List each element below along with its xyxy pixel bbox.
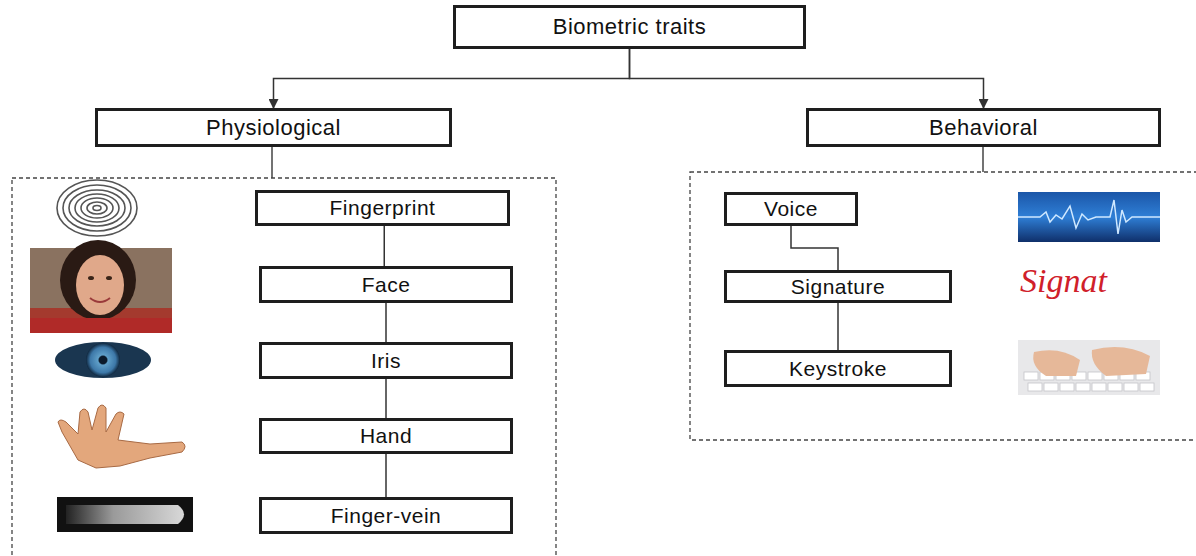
finger-vein-image [57,497,193,532]
box-label: Fingerprint [330,196,436,220]
group-leader [271,147,273,178]
root-box: Biometric traits [453,5,806,49]
trait-box: Hand [259,418,513,454]
trait-box: Fingerprint [255,190,510,226]
trait-box: Finger-vein [259,497,513,534]
hand-image [58,405,185,468]
box-label: Face [362,273,411,297]
box-label: Biometric traits [553,14,706,40]
trait-box: Voice [724,192,858,226]
trait-box: Keystroke [724,350,952,387]
link-line [384,226,386,266]
box-label: Hand [360,424,412,448]
voice-waveform [1018,192,1160,242]
box-label: Finger-vein [331,504,442,528]
box-label: Signature [791,275,885,299]
category-box: Physiological [95,108,452,147]
signature-sample: Signat [1020,262,1107,300]
physiological-group [12,178,556,556]
branch-arrow [630,49,984,108]
box-label: Physiological [206,115,341,141]
link-line [385,454,387,497]
link-line [837,303,839,350]
box-label: Keystroke [789,357,887,381]
fingerprint-image [57,180,137,236]
box-label: Voice [764,197,818,221]
box-label: Iris [371,349,401,373]
face-photo [30,240,172,333]
trait-box: Face [259,266,513,303]
behavioral-group [690,172,1196,440]
trait-box: Signature [724,270,952,303]
link-line [385,379,387,418]
box-label: Behavioral [929,115,1038,141]
link-line [791,226,838,270]
branch-arrow [274,49,630,108]
iris-image [55,342,151,378]
group-leader [982,147,984,172]
trait-box: Iris [259,342,513,379]
category-box: Behavioral [806,108,1161,147]
keyboard-image [1018,340,1160,395]
link-line [385,303,387,342]
